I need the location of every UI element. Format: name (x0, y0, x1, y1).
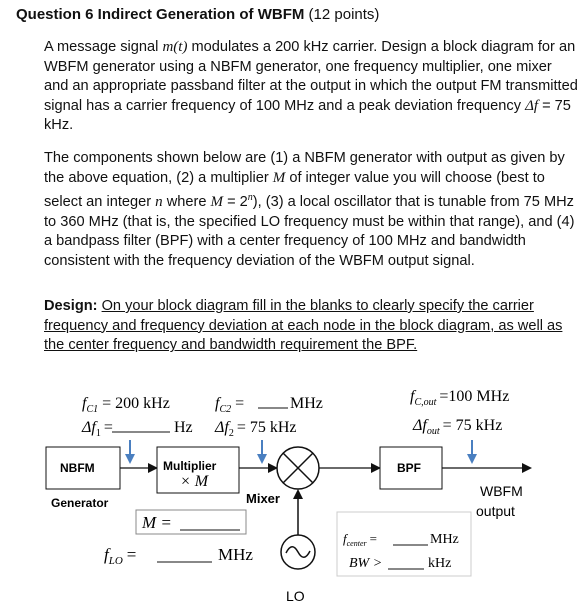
bpf-label: BPF (397, 461, 421, 475)
components-description: The components shown below are (1) a NBF… (44, 150, 575, 269)
fcout-label: fC,out=100 MHz (410, 388, 509, 408)
dfout-label: Δfout= 75 kHz (412, 417, 502, 437)
output-label: output (476, 503, 515, 519)
design-instructions: Design: On your block diagram fill in th… (44, 298, 563, 354)
multiplier-block (156, 446, 240, 494)
flo-unit: MHz (218, 545, 253, 564)
multiplier-label: Multiplier (163, 459, 217, 473)
df2-label: Δf2= 75 kHz (214, 419, 297, 439)
lo-label: LO (286, 588, 305, 604)
generator-label: Generator (51, 496, 109, 510)
fcenter-unit: MHz (430, 532, 459, 547)
df1-label: Δf1= (81, 419, 113, 439)
bw-label: BW > (349, 556, 382, 571)
m-eq-label: M = (141, 513, 172, 532)
bpf-spec-field[interactable] (336, 511, 472, 577)
times-m-label: × M (180, 473, 210, 490)
bw-unit: kHz (428, 556, 451, 571)
problem-statement: A message signal m(t) modulates a 200 kH… (44, 39, 578, 134)
nbfm-block (45, 446, 121, 490)
df1-unit: Hz (174, 419, 193, 436)
question-title: Question 6 Indirect Generation of WBFM (… (16, 6, 380, 23)
nbfm-label: NBFM (60, 461, 95, 475)
flo-label: fLO= (104, 545, 136, 567)
fcenter-label: fcenter= (343, 531, 377, 548)
wbfm-label: WBFM (480, 483, 523, 499)
bpf-block (379, 446, 443, 490)
fc1-label: fC1= 200 kHz (82, 395, 170, 415)
mixer-label: Mixer (246, 491, 280, 506)
fc2-unit: MHz (290, 395, 323, 412)
fc2-label: fC2= (215, 395, 244, 415)
